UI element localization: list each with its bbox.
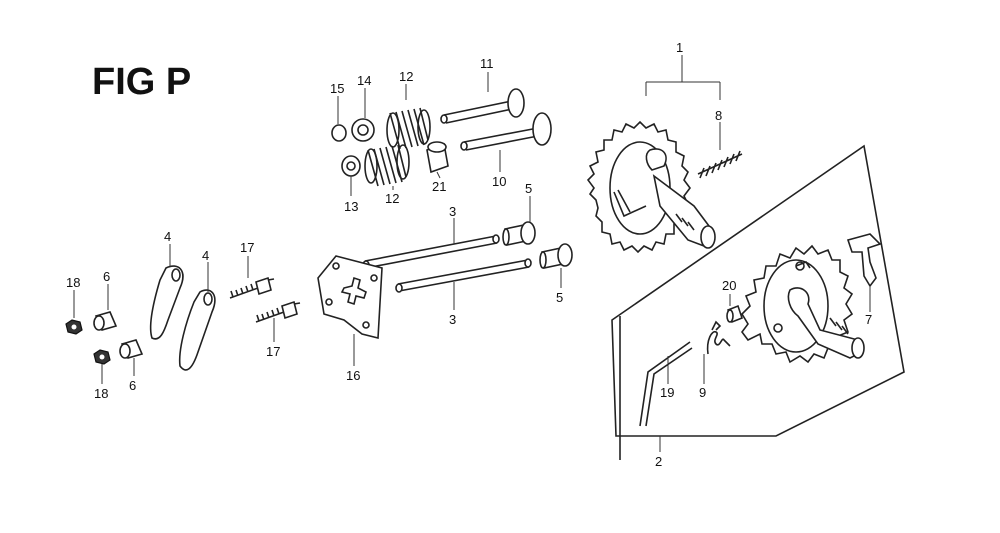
figure-title: FIG P xyxy=(92,61,191,103)
callout-12-lower: 12 xyxy=(385,191,399,206)
sleeve-6-lower xyxy=(119,339,144,359)
callout-2: 2 xyxy=(655,454,662,469)
callout-8: 8 xyxy=(715,108,722,123)
tappet-5-upper xyxy=(502,221,536,246)
callout-12-upper: 12 xyxy=(399,69,413,84)
tappet-5-lower xyxy=(539,243,573,269)
rocker-arm-4-left xyxy=(149,265,184,340)
intake-valve-10 xyxy=(460,112,552,151)
valve-spring-12-upper xyxy=(386,107,431,150)
callout-6-upper: 6 xyxy=(103,269,110,284)
valve-spring-retainer-14 xyxy=(351,118,375,142)
callout-20: 20 xyxy=(722,278,736,293)
callout-1: 1 xyxy=(676,40,683,55)
nut-18-lower xyxy=(93,349,111,365)
exhaust-valve-11 xyxy=(440,88,525,124)
nut-18-upper xyxy=(65,319,83,335)
callout-17-lower: 17 xyxy=(266,344,280,359)
spring-9 xyxy=(706,320,731,355)
callout-18-upper: 18 xyxy=(66,275,80,290)
rocker-arm-plate-16 xyxy=(317,255,383,340)
callout-3-upper: 3 xyxy=(449,204,456,219)
sleeve-6-upper xyxy=(93,311,118,331)
rocker-arm-4-right xyxy=(178,289,216,371)
valve-spring-retainer-13 xyxy=(341,155,361,177)
camshaft-gear-2 xyxy=(740,244,865,364)
inset-box-camshaft-assembly xyxy=(611,144,905,460)
callout-21: 21 xyxy=(432,179,446,194)
push-rod-3-upper xyxy=(362,234,500,270)
callout-13: 13 xyxy=(344,199,358,214)
push-rod-3-lower xyxy=(395,258,532,293)
callout-18-lower: 18 xyxy=(94,386,108,401)
callout-10: 10 xyxy=(492,174,506,189)
callout-5-lower: 5 xyxy=(556,290,563,305)
callout-15: 15 xyxy=(330,81,344,96)
callout-4-left: 4 xyxy=(164,229,171,244)
callout-11: 11 xyxy=(480,56,494,71)
decompressor-weight-7 xyxy=(846,233,882,288)
valve-retainer-15 xyxy=(331,124,347,142)
callout-9: 9 xyxy=(699,385,706,400)
leader-lines xyxy=(73,55,871,452)
callout-19: 19 xyxy=(660,385,674,400)
decompressor-spring-8 xyxy=(697,150,743,179)
valve-spring-12-lower xyxy=(364,144,410,187)
pin-19 xyxy=(639,341,693,427)
pin-20 xyxy=(726,304,743,324)
valve-stem-seal-21 xyxy=(426,141,449,174)
callout-7: 7 xyxy=(865,312,872,327)
callout-6-lower: 6 xyxy=(129,378,136,393)
callout-16: 16 xyxy=(346,368,360,383)
callout-5-upper: 5 xyxy=(525,181,532,196)
rocker-pivot-bolt-17-lower xyxy=(255,300,301,323)
callout-14: 14 xyxy=(357,73,371,88)
rocker-pivot-bolt-17-upper xyxy=(229,276,275,299)
callout-3-lower: 3 xyxy=(449,312,456,327)
callout-17-upper: 17 xyxy=(240,240,254,255)
camshaft-gear-1 xyxy=(586,120,716,254)
callout-4-right: 4 xyxy=(202,248,209,263)
